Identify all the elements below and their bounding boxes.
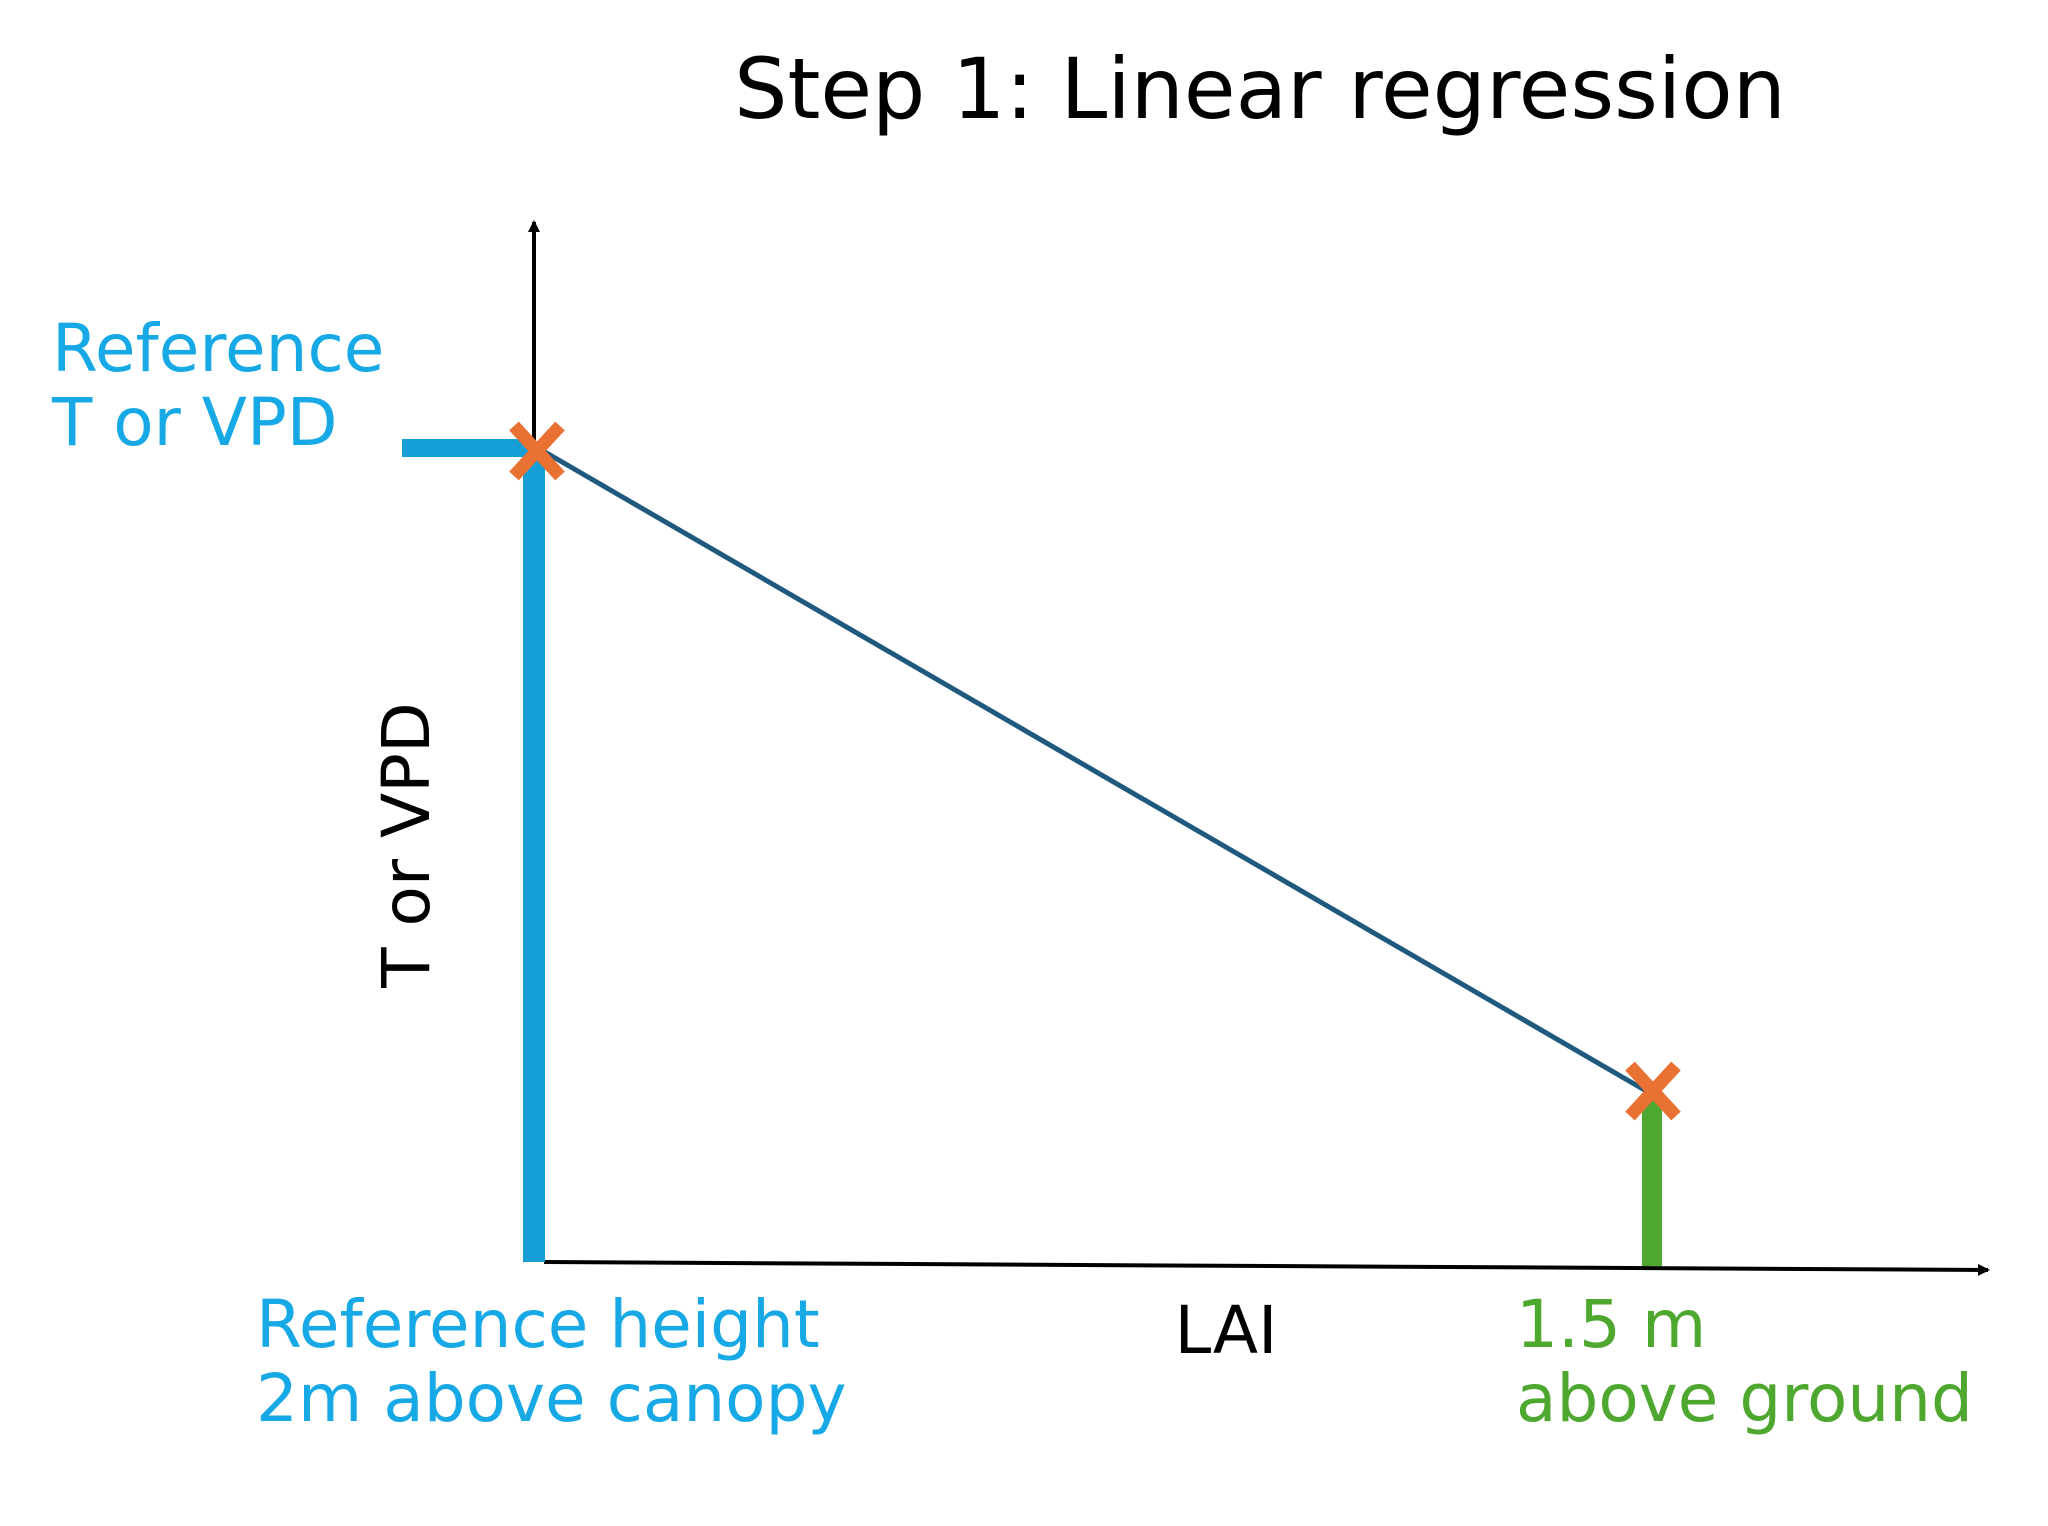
reference-height-line-2: 2m above canopy	[256, 1359, 847, 1437]
ground-point-marker	[1625, 1061, 1681, 1121]
reference-height-line-1: Reference height	[256, 1286, 820, 1363]
ground-height-label: 1.5 m above ground	[1516, 1288, 1973, 1436]
ground-height-line-2: above ground	[1516, 1359, 1973, 1437]
reference-value-line-1: Reference	[52, 310, 385, 387]
reference-height-label: Reference height 2m above canopy	[256, 1288, 847, 1436]
y-axis-label: T or VPD	[368, 702, 446, 988]
diagram-title: Step 1: Linear regression	[734, 40, 1786, 138]
reference-point-marker	[509, 421, 565, 481]
reference-value-line-2: T or VPD	[52, 383, 338, 461]
ground-height-line-1: 1.5 m	[1516, 1286, 1707, 1363]
x-axis	[543, 1260, 1990, 1276]
regression-line	[536, 445, 1650, 1095]
reference-value-label: Reference T or VPD	[52, 312, 384, 460]
